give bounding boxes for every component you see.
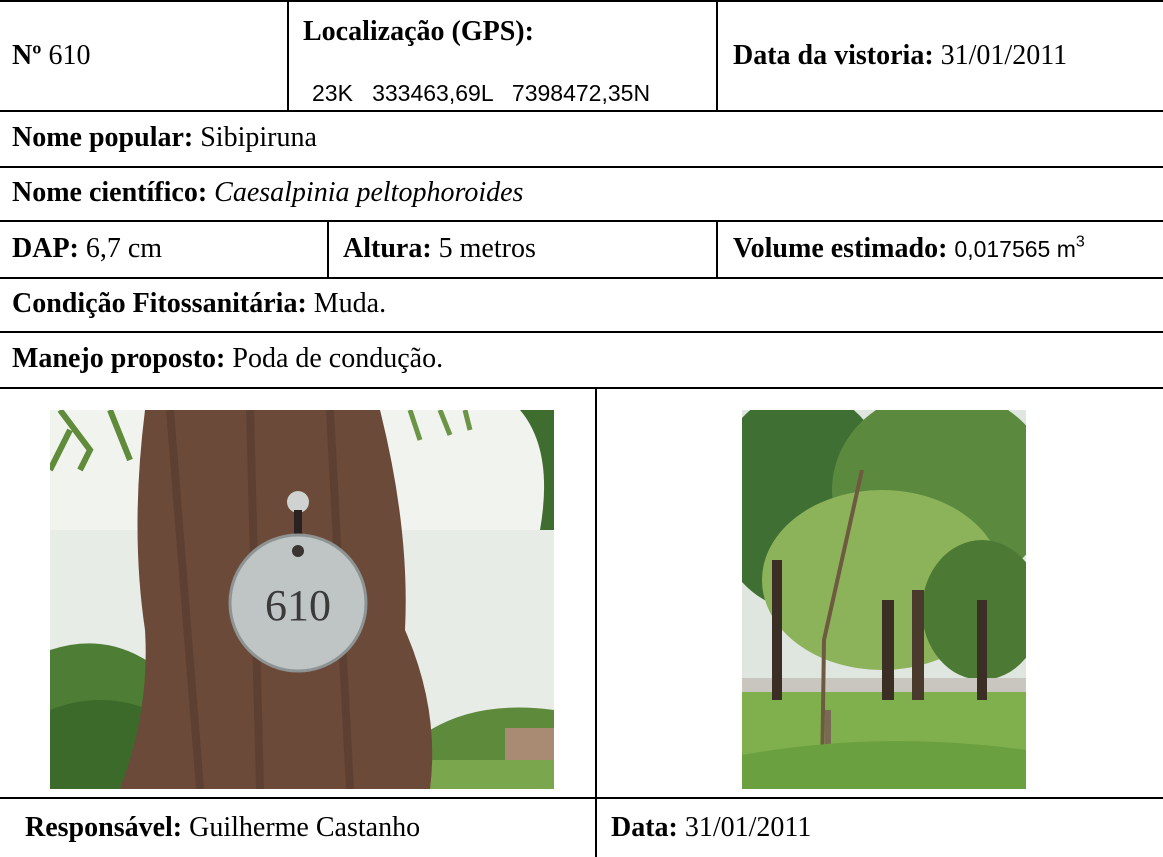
row-divider <box>0 797 1163 799</box>
col-divider <box>327 220 329 277</box>
volume: Volume estimado: 0,017565 m3 <box>733 233 1085 264</box>
responsible-label: Responsável: <box>25 812 183 843</box>
record-number-label: Nº <box>12 40 42 71</box>
young-tree-photo <box>742 410 1026 789</box>
popular-name-label: Nome popular: <box>12 122 194 153</box>
dap-value: 6,7 cm <box>85 233 163 264</box>
management: Manejo proposto: Poda de condução. <box>12 345 443 373</box>
row-divider <box>0 166 1163 168</box>
height: Altura: 5 metros <box>343 235 536 263</box>
responsible-value: Guilherme Castanho <box>189 812 421 843</box>
col-divider <box>716 0 718 110</box>
condition-value: Muda. <box>313 288 387 319</box>
scientific-name: Nome científico: Caesalpinia peltophoroi… <box>12 179 523 207</box>
scientific-name-label: Nome científico: <box>12 177 208 208</box>
survey-date: Data da vistoria: 31/01/2011 <box>733 42 1067 70</box>
popular-name: Nome popular: Sibipiruna <box>12 124 317 152</box>
volume-value: 0,017565 m <box>954 236 1076 262</box>
row-divider <box>0 387 1163 389</box>
row-divider <box>0 220 1163 222</box>
dap: DAP: 6,7 cm <box>12 235 162 263</box>
gps-label-text: Localização (GPS): <box>303 16 534 47</box>
young-tree-photo-image <box>742 410 1026 789</box>
responsible: Responsável: Guilherme Castanho <box>25 814 420 842</box>
tree-tag-photo: 610 <box>50 410 554 789</box>
record-number: Nº 610 <box>12 42 90 70</box>
footer-date-value: 31/01/2011 <box>684 812 812 843</box>
col-divider <box>716 220 718 277</box>
gps-value: 23K 333463,69L 7398472,35N <box>312 80 651 106</box>
table-top-border <box>0 0 1163 2</box>
management-value: Poda de condução. <box>232 343 444 374</box>
scientific-name-value: Caesalpinia peltophoroides <box>214 177 524 208</box>
popular-name-value: Sibipiruna <box>200 122 317 153</box>
management-label: Manejo proposto: <box>12 343 226 374</box>
height-label: Altura: <box>343 233 432 264</box>
tree-tag-photo-image: 610 <box>50 410 554 789</box>
row-divider <box>0 331 1163 333</box>
volume-exponent: 3 <box>1075 233 1085 251</box>
condition-label: Condição Fitossanitária: <box>12 288 307 319</box>
footer-date: Data: 31/01/2011 <box>611 814 811 842</box>
row-divider <box>0 277 1163 279</box>
volume-label: Volume estimado: <box>733 233 948 264</box>
footer-date-label: Data: <box>611 812 678 843</box>
col-divider <box>595 387 597 857</box>
survey-date-value: 31/01/2011 <box>940 40 1068 71</box>
tag-number: 610 <box>265 581 331 630</box>
gps-label: Localização (GPS): <box>303 18 534 46</box>
col-divider <box>287 0 289 110</box>
survey-date-label: Data da vistoria: <box>733 40 934 71</box>
row-divider <box>0 110 1163 112</box>
record-number-value: 610 <box>48 40 91 71</box>
condition: Condição Fitossanitária: Muda. <box>12 290 386 318</box>
dap-label: DAP: <box>12 233 79 264</box>
height-value: 5 metros <box>438 233 536 264</box>
